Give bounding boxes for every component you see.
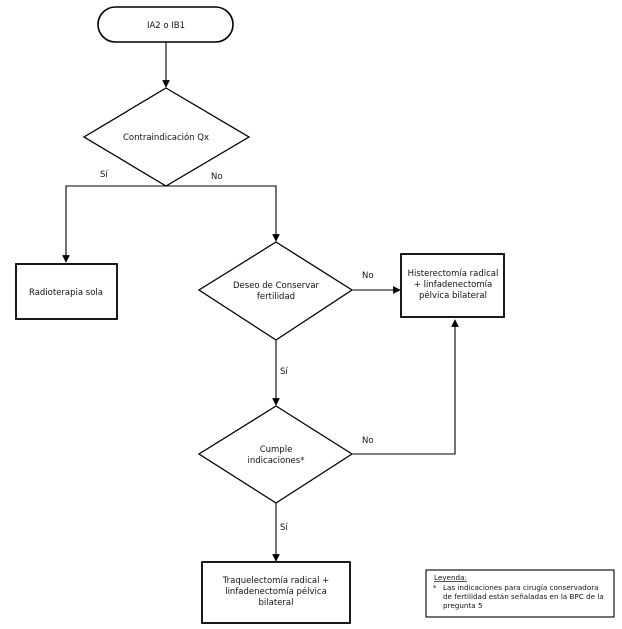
cumple-label-line2: indicaciones* — [248, 456, 305, 466]
decision-deseo: Deseo de Conservar fertilidad — [197, 241, 354, 341]
legend-box: Leyenda: * Las indicaciones para cirugía… — [425, 569, 615, 618]
traquelectomia-line2: linfadenectomía pélvica — [225, 586, 327, 597]
histerectomia-line1: Histerectomía radical — [408, 269, 499, 279]
edge-contraindicacion-si — [62, 185, 166, 263]
legend-line3: pregunta 5 — [443, 601, 483, 610]
decision-cumple: Cumple indicaciones* — [197, 405, 354, 504]
legend-title: Leyenda: — [434, 573, 467, 582]
box-traquelectomia: Traquelectomía radical + linfadenectomía… — [201, 561, 351, 624]
contraindicacion-label: Contraindicación Qx — [123, 132, 209, 143]
decision-contraindicacion: Contraindicación Qx — [82, 87, 251, 187]
deseo-label-line1: Deseo de Conservar — [233, 281, 320, 291]
deseo-label-line2: fertilidad — [257, 292, 295, 302]
box-histerectomia: Histerectomía radical + linfadenectomía … — [400, 253, 505, 318]
legend-line1: Las indicaciones para cirugía conservado… — [443, 583, 599, 592]
legend-line2: de fertilidad están señaladas en la BPC … — [443, 592, 604, 601]
edge-label-cumple-no: No — [362, 436, 374, 446]
edge-label-deseo-si: Sí — [280, 367, 288, 377]
connectors — [62, 42, 459, 562]
edge-label-contra-no: No — [211, 172, 223, 182]
traquelectomia-line3: bilateral — [259, 598, 294, 608]
edge-label-cumple-si: Sí — [280, 523, 288, 533]
cumple-label-line1: Cumple — [260, 445, 293, 455]
edge-label-contra-si: Sí — [100, 170, 108, 180]
start-node: IA2 o IB1 — [97, 6, 234, 43]
radioterapia-label: Radioterapia sola — [29, 288, 103, 298]
traquelectomia-line1: Traquelectomía radical + — [222, 576, 330, 586]
legend-marker: * — [433, 583, 437, 592]
edge-label-deseo-no: No — [362, 271, 374, 281]
edge-contraindicacion-no — [166, 185, 280, 242]
box-radioterapia: Radioterapia sola — [15, 263, 118, 320]
start-label: IA2 o IB1 — [147, 21, 185, 31]
histerectomia-line3: pélvica bilateral — [419, 290, 487, 301]
edge-cumple-no — [352, 319, 459, 455]
histerectomia-line2: + linfadenectomía — [414, 280, 492, 290]
